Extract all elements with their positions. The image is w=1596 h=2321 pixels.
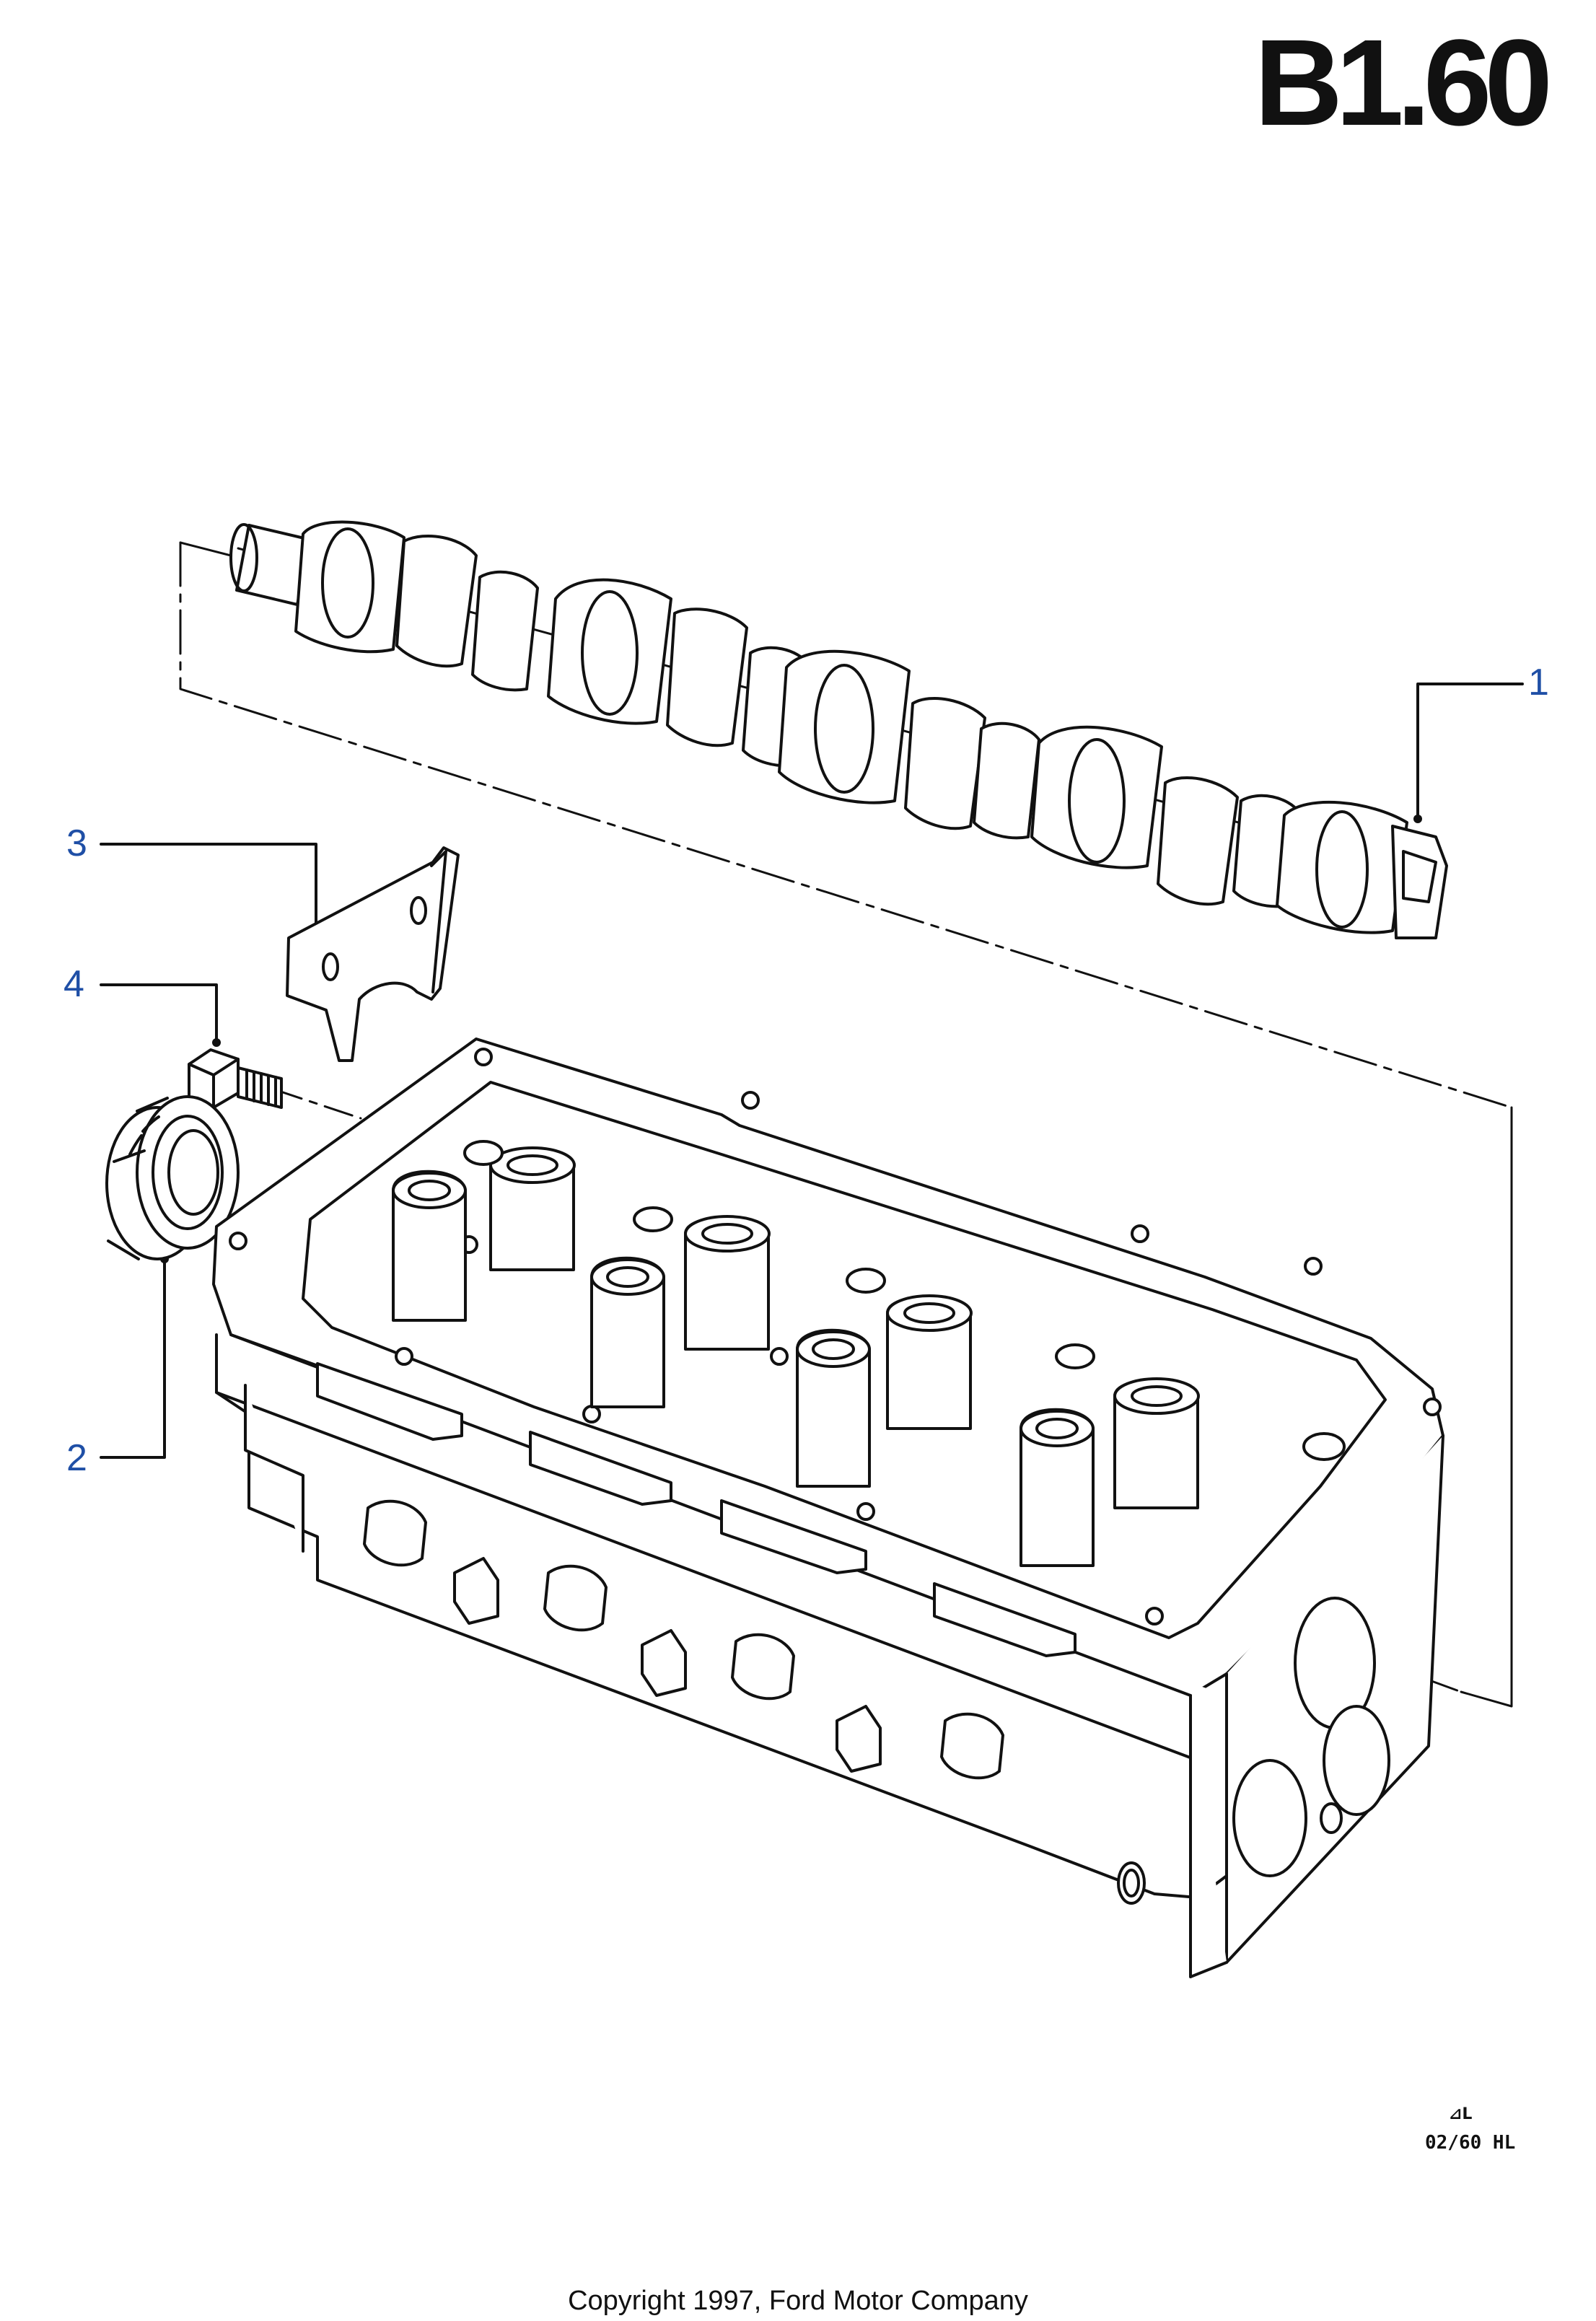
page-title: B1.60 bbox=[1254, 14, 1553, 152]
callout-2: 2 bbox=[66, 1437, 87, 1479]
small-bosses bbox=[465, 1141, 1344, 1460]
callout-leaders bbox=[101, 684, 1522, 1457]
camshaft bbox=[231, 522, 1447, 938]
drawing-mark: ⊿L bbox=[1449, 2105, 1473, 2123]
intake-ports bbox=[364, 1501, 1003, 1778]
drawing-code: 02/60 HL bbox=[1425, 2132, 1516, 2154]
copyright-notice: Copyright 1997, Ford Motor Company bbox=[568, 2286, 1028, 2316]
bearing-saddles bbox=[317, 1364, 1075, 1656]
camshaft-oil-seal bbox=[107, 1097, 238, 1259]
camshaft-thrust-plate bbox=[287, 848, 458, 1061]
thrust-plate-bolt bbox=[189, 1050, 281, 1107]
end-face-bores bbox=[1118, 1598, 1389, 1903]
callout-3: 3 bbox=[66, 822, 87, 864]
callout-4: 4 bbox=[63, 963, 84, 1005]
callout-1: 1 bbox=[1528, 662, 1549, 703]
valve-tappet-bores bbox=[393, 1148, 1198, 1566]
cylinder-head bbox=[214, 1039, 1443, 1977]
